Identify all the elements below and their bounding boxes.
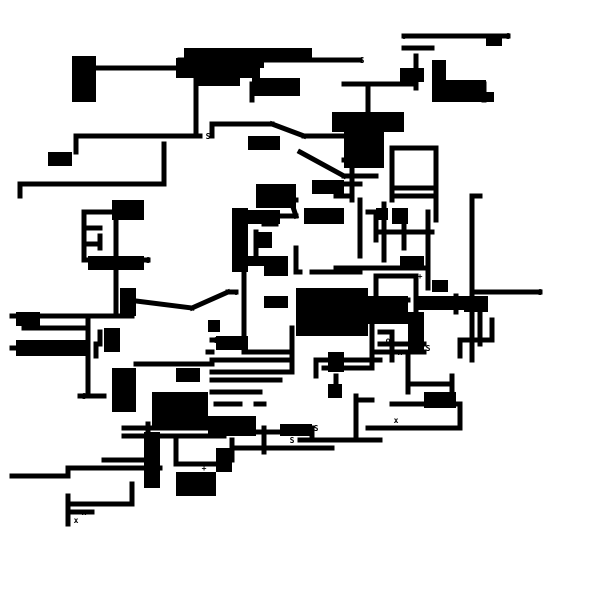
- trap-marker: x: [74, 516, 79, 525]
- wall-block: [72, 56, 96, 102]
- corridor-line: [268, 120, 308, 140]
- door-marker: o: [346, 304, 351, 313]
- trap-marker: x: [82, 508, 87, 517]
- trap-marker: x: [398, 348, 403, 357]
- wall-block: [208, 320, 220, 332]
- item-marker: +: [418, 272, 423, 281]
- door-marker: o: [234, 288, 239, 297]
- wall-block: [144, 432, 160, 488]
- wall-block: [304, 208, 344, 224]
- wall-block: [432, 92, 494, 102]
- wall-block: [248, 136, 280, 150]
- start-marker: S: [360, 56, 365, 65]
- wall-block: [112, 368, 136, 412]
- item-marker: +: [202, 464, 207, 473]
- wall-block: [176, 472, 216, 496]
- wall-block: [256, 232, 272, 248]
- wall-block: [464, 296, 488, 312]
- item-marker: +: [346, 312, 351, 321]
- corridor-walls: [9, 33, 543, 527]
- trap-marker: x: [394, 416, 399, 425]
- door-marker: o: [402, 32, 407, 41]
- wall-block: [112, 200, 144, 220]
- wall-block: [176, 368, 200, 382]
- wall-block: [248, 256, 288, 266]
- item-marker: +: [434, 208, 439, 217]
- start-marker: S: [206, 132, 211, 141]
- start-marker: S: [290, 436, 295, 445]
- wall-block: [296, 288, 368, 336]
- corridor-line: [125, 297, 195, 311]
- corridor-line: [296, 148, 348, 180]
- start-marker: S: [214, 336, 219, 345]
- start-marker: S: [146, 256, 151, 265]
- wall-block: [486, 36, 502, 46]
- wall-block: [104, 328, 120, 352]
- wall-block: [400, 68, 424, 82]
- corridor-line: [284, 188, 300, 220]
- item-marker: +: [170, 424, 175, 433]
- wall-block: [152, 392, 208, 428]
- start-marker: S: [82, 392, 87, 401]
- wall-block: [264, 48, 312, 58]
- start-marker: S: [426, 344, 431, 353]
- corridor-line: [188, 288, 232, 312]
- start-marker: S: [538, 288, 543, 297]
- wall-block: [432, 280, 448, 292]
- wall-block: [312, 180, 344, 194]
- start-marker: S: [314, 424, 319, 433]
- wall-block: [196, 72, 240, 86]
- wall-block: [264, 296, 288, 308]
- wall-block: [252, 78, 300, 96]
- door-marker: o: [386, 336, 391, 345]
- start-marker: S: [506, 32, 511, 41]
- wall-block: [48, 152, 72, 166]
